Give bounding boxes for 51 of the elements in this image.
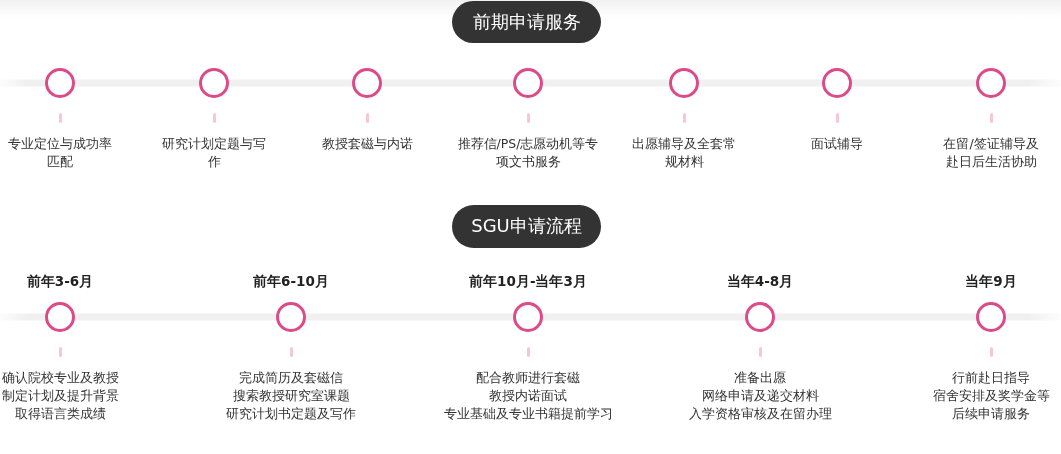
step-description: 行前赴日指导 bbox=[952, 369, 1030, 387]
step-description: 确认院校专业及教授 bbox=[1, 369, 119, 387]
step-description: 后续申请服务 bbox=[952, 405, 1030, 423]
section-heading-pill: 前期申请服务 bbox=[452, 1, 601, 43]
timeline-track bbox=[543, 313, 745, 321]
step-caption: 研究计划定题与写作 bbox=[161, 135, 267, 171]
step-description: 配合教师进行套磁 bbox=[476, 369, 580, 387]
step-caption: 专业定位与成功率匹配 bbox=[7, 135, 113, 171]
timeline-track bbox=[75, 313, 276, 321]
date-label: 前年10月-当年3月 bbox=[469, 272, 587, 290]
timeline-track bbox=[543, 79, 669, 87]
step-description: 教授内诺面试 bbox=[489, 387, 567, 405]
step-description: 研究计划书定题及写作 bbox=[226, 405, 356, 423]
timeline-circle bbox=[276, 302, 306, 332]
step-description: 制定计划及提升背景 bbox=[1, 387, 119, 405]
step-caption: 教授套磁与内诺 bbox=[321, 135, 413, 153]
step-description: 完成简历及套磁信 bbox=[239, 369, 343, 387]
date-label: 前年6-10月 bbox=[253, 272, 329, 290]
step-description: 入学资格审核及在留办理 bbox=[688, 405, 832, 423]
timeline-circle bbox=[513, 302, 543, 332]
timeline-track bbox=[382, 79, 513, 87]
timeline-circle bbox=[352, 68, 382, 98]
timeline-track bbox=[229, 79, 352, 87]
step-caption: 出愿辅导及全套常规材料 bbox=[631, 135, 737, 171]
step-description: 宿舍安排及奖学金等 bbox=[932, 387, 1050, 405]
timeline-circle bbox=[745, 302, 775, 332]
step-description: 准备出愿 bbox=[734, 369, 786, 387]
timeline-circle bbox=[45, 68, 75, 98]
timeline-circle bbox=[669, 68, 699, 98]
timeline-circle bbox=[822, 68, 852, 98]
step-description: 专业基础及专业书籍提前学习 bbox=[443, 405, 613, 423]
timeline-circle bbox=[976, 302, 1006, 332]
timeline-track bbox=[699, 79, 822, 87]
timeline-circle bbox=[45, 302, 75, 332]
timeline-track bbox=[75, 79, 199, 87]
date-label: 当年9月 bbox=[965, 272, 1017, 290]
step-caption: 在留/签证辅导及赴日后生活协助 bbox=[942, 135, 1040, 171]
step-description: 搜索教授研究室课题 bbox=[232, 387, 350, 405]
step-description: 网络申请及递交材料 bbox=[701, 387, 819, 405]
step-caption: 面试辅导 bbox=[811, 135, 863, 153]
timeline-circle bbox=[199, 68, 229, 98]
section-heading-pill: SGU申请流程 bbox=[452, 204, 601, 248]
timeline-circle bbox=[976, 68, 1006, 98]
step-caption: 推荐信/PS/志愿动机等专项文书服务 bbox=[456, 135, 600, 171]
date-label: 前年3-6月 bbox=[26, 272, 94, 290]
date-label: 当年4-8月 bbox=[726, 272, 794, 290]
step-description: 取得语言类成绩 bbox=[14, 405, 106, 423]
timeline-track bbox=[775, 313, 976, 321]
timeline-track bbox=[852, 79, 976, 87]
timeline-circle bbox=[513, 68, 543, 98]
timeline-track bbox=[306, 313, 513, 321]
